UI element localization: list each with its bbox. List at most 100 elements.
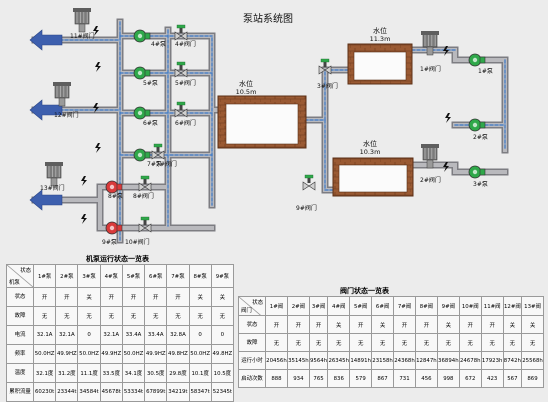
valve-11[interactable]: 2#阀门 bbox=[420, 144, 441, 184]
table-corner-header: 状态阀门 bbox=[238, 296, 266, 316]
table-cell: 0 bbox=[77, 325, 101, 345]
pump-label: 6#泵 bbox=[143, 120, 158, 127]
table-cell: 49.8HZ bbox=[166, 344, 190, 364]
table-cell: 34219t bbox=[166, 382, 190, 402]
valve-label: 8#阀门 bbox=[133, 192, 154, 200]
valve-13[interactable]: 9#阀门 bbox=[296, 174, 317, 212]
table-cell: 567 bbox=[502, 369, 523, 388]
table-cell: 开 bbox=[480, 315, 504, 334]
tank-left-level-value: 10.5m bbox=[236, 88, 257, 96]
table-cell: 731 bbox=[393, 369, 416, 388]
row-label: 温度 bbox=[6, 363, 34, 383]
table-cell: 45678t bbox=[99, 382, 123, 402]
table-cell: 836 bbox=[327, 369, 351, 388]
table-cell: 关 bbox=[436, 315, 460, 334]
valve-label: 1#阀门 bbox=[420, 65, 441, 73]
lightning-icon bbox=[443, 46, 449, 56]
pump-label: 8#泵 bbox=[108, 193, 123, 200]
pump-2[interactable]: 5#泵 bbox=[133, 66, 158, 87]
table-cell: 关 bbox=[188, 287, 212, 307]
pump-1[interactable]: 4#泵 bbox=[133, 29, 166, 48]
table-cell: 开 bbox=[166, 287, 190, 307]
valve-3[interactable]: 5#阀门 bbox=[174, 61, 196, 87]
column-header: 8#阀 bbox=[414, 296, 438, 316]
valve-9[interactable]: 10#阀门 bbox=[125, 216, 152, 246]
pump-6[interactable]: 9#泵 bbox=[102, 221, 123, 246]
pump-5[interactable]: 8#泵 bbox=[105, 180, 123, 200]
valve-4[interactable]: 12#阀门 bbox=[53, 82, 79, 119]
table-cell: 关 bbox=[77, 287, 101, 307]
lightning-icon bbox=[81, 214, 87, 224]
table-cell: 998 bbox=[436, 369, 460, 388]
column-header: 8#泵 bbox=[188, 264, 212, 288]
valve-2[interactable]: 4#阀门 bbox=[174, 24, 196, 48]
tank-bottom-right: 水位 10.3m bbox=[332, 139, 414, 197]
table-cell: 无 bbox=[55, 306, 79, 326]
table-cell: 关 bbox=[502, 315, 523, 334]
row-label: 故障 bbox=[6, 306, 34, 326]
row-label: 运行小时 bbox=[238, 351, 266, 370]
table-corner-bottom: 阀门 bbox=[241, 308, 252, 314]
valve-1[interactable]: 11#阀门 bbox=[70, 8, 95, 40]
column-header: 9#泵 bbox=[210, 264, 235, 288]
table-cell: 25568h bbox=[521, 351, 544, 370]
valve-label: 12#阀门 bbox=[54, 111, 79, 119]
table-cell: 26345h bbox=[327, 351, 351, 370]
valve-10[interactable]: 1#阀门 bbox=[420, 31, 441, 73]
table-cell: 33.4A bbox=[144, 325, 168, 345]
table-cell: 49.8HZ bbox=[210, 344, 235, 364]
pump-7[interactable]: 1#泵 bbox=[468, 53, 493, 75]
valve-12[interactable]: 3#阀门 bbox=[317, 58, 338, 90]
table-cell: 无 bbox=[436, 333, 460, 352]
table-row: 状态开开开关开关开开关开开关关 bbox=[238, 315, 544, 334]
table-cell: 开 bbox=[144, 287, 168, 307]
diagram-title: 泵站系统图 bbox=[243, 12, 293, 25]
valve-6[interactable]: 7#阀门 bbox=[151, 143, 177, 168]
table-cell: 10.5度 bbox=[210, 363, 235, 383]
table-cell: 无 bbox=[121, 306, 146, 326]
pump-label: 4#泵 bbox=[151, 41, 166, 48]
pump-label: 7#泵 bbox=[147, 161, 162, 168]
table-cell: 20456h bbox=[265, 351, 288, 370]
table-cell: 52345t bbox=[210, 382, 235, 402]
valve-8[interactable]: 8#阀门 bbox=[133, 175, 154, 200]
table-cell: 无 bbox=[521, 333, 544, 352]
table-cell: 开 bbox=[32, 287, 57, 307]
column-header: 7#阀 bbox=[393, 296, 416, 316]
valve-table-title: 阀门状态一览表 bbox=[340, 287, 389, 295]
table-cell: 50.0HZ bbox=[188, 344, 212, 364]
table-cell: 24368h bbox=[393, 351, 416, 370]
tank-top-right: 水位 11.3m bbox=[347, 26, 413, 85]
table-cell: 开 bbox=[99, 287, 123, 307]
pump-4[interactable]: 7#泵 bbox=[133, 148, 162, 168]
table-cell: 无 bbox=[308, 333, 329, 352]
pump-9[interactable]: 3#泵 bbox=[468, 165, 488, 188]
table-cell: 8742h bbox=[502, 351, 523, 370]
table-cell: 423 bbox=[480, 369, 504, 388]
row-label: 故障 bbox=[238, 333, 266, 352]
table-cell: 888 bbox=[265, 369, 288, 388]
column-header: 1#阀 bbox=[265, 296, 288, 316]
table-cell: 867 bbox=[371, 369, 395, 388]
table-cell: 无 bbox=[286, 333, 310, 352]
table-cell: 17923h bbox=[480, 351, 504, 370]
table-cell: 无 bbox=[99, 306, 123, 326]
pump-8[interactable]: 2#泵 bbox=[468, 118, 488, 141]
table-cell: 无 bbox=[393, 333, 416, 352]
table-cell: 456 bbox=[414, 369, 438, 388]
valve-label: 3#阀门 bbox=[317, 82, 338, 90]
valve-7[interactable]: 13#阀门 bbox=[40, 162, 65, 192]
table-cell: 32.1A bbox=[99, 325, 123, 345]
valve-label: 10#阀门 bbox=[125, 238, 150, 246]
table-cell: 开 bbox=[265, 315, 288, 334]
pump-label: 1#泵 bbox=[478, 68, 493, 75]
pump-3[interactable]: 6#泵 bbox=[133, 106, 158, 127]
tank-top-right-level-value: 11.3m bbox=[370, 35, 391, 43]
valve-label: 7#阀门 bbox=[156, 160, 177, 168]
flow-arrows bbox=[29, 29, 63, 211]
valve-5[interactable]: 6#阀门 bbox=[174, 101, 196, 127]
table-cell: 50.0HZ bbox=[77, 344, 101, 364]
row-label: 状态 bbox=[238, 315, 266, 334]
valves: 11#阀门 4#阀门 5#阀门 12#阀门 6#阀门 7#阀门 13#阀门 8#阀门 10#阀门… bbox=[40, 8, 441, 246]
